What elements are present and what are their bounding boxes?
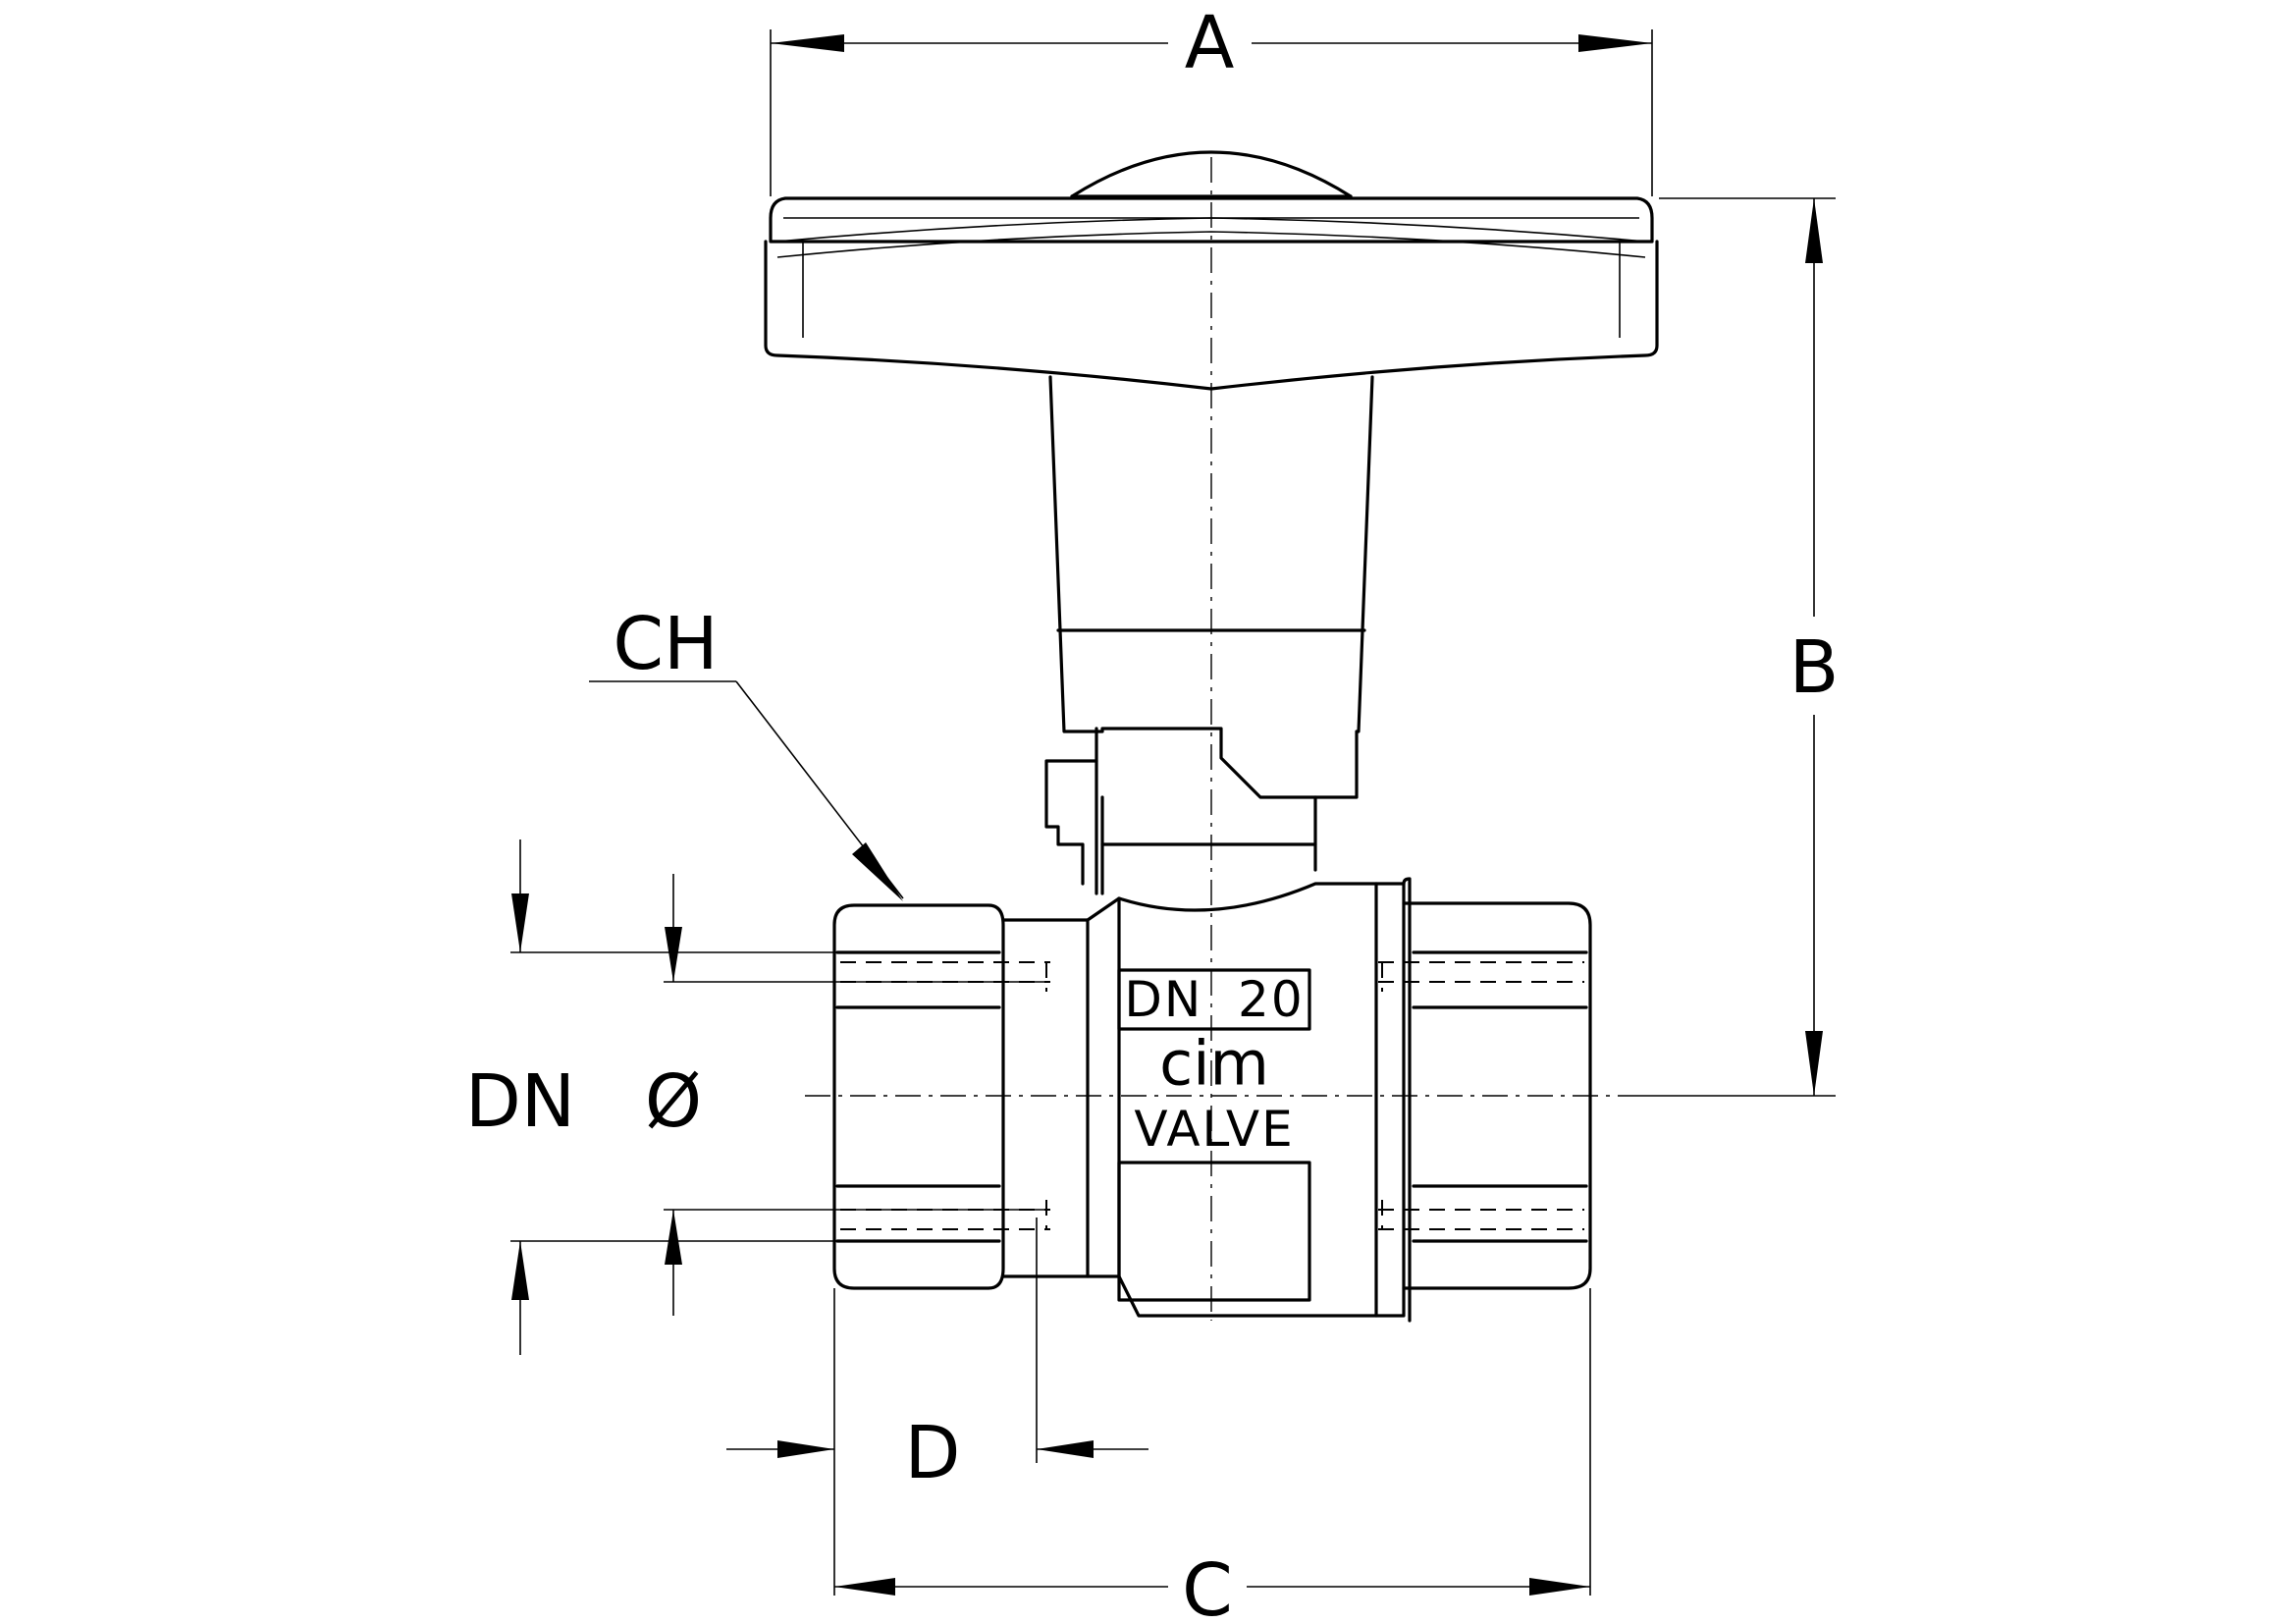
dimension-diameter-label: Ø bbox=[645, 1059, 702, 1144]
size-marking: DN 20 bbox=[1124, 971, 1304, 1028]
dimension-dn-label: DN bbox=[465, 1059, 575, 1144]
t-handle bbox=[764, 150, 1659, 391]
dimension-b-label: B bbox=[1789, 625, 1840, 710]
center-lines bbox=[805, 157, 1629, 1321]
stem bbox=[1044, 375, 1374, 895]
dimension-d-label: D bbox=[905, 1411, 961, 1495]
dimension-b: B bbox=[1629, 197, 1840, 1097]
dimension-a: A bbox=[770, 1, 1653, 196]
dimension-c-label: C bbox=[1182, 1548, 1233, 1624]
body-markings: DN 20 cim VALVE bbox=[1124, 971, 1304, 1158]
dimension-d: D bbox=[726, 1218, 1148, 1596]
valve-body bbox=[832, 877, 1592, 1323]
dimension-ch: CH bbox=[589, 602, 904, 901]
dimension-c: C bbox=[834, 1288, 1591, 1624]
dimension-diameter: Ø bbox=[645, 874, 1046, 1316]
dimension-dn: DN bbox=[465, 839, 834, 1355]
dimension-a-label: A bbox=[1185, 1, 1235, 85]
brand-logo-text: cim bbox=[1159, 1028, 1269, 1100]
dimension-ch-label: CH bbox=[613, 602, 718, 686]
product-marking: VALVE bbox=[1134, 1101, 1294, 1158]
